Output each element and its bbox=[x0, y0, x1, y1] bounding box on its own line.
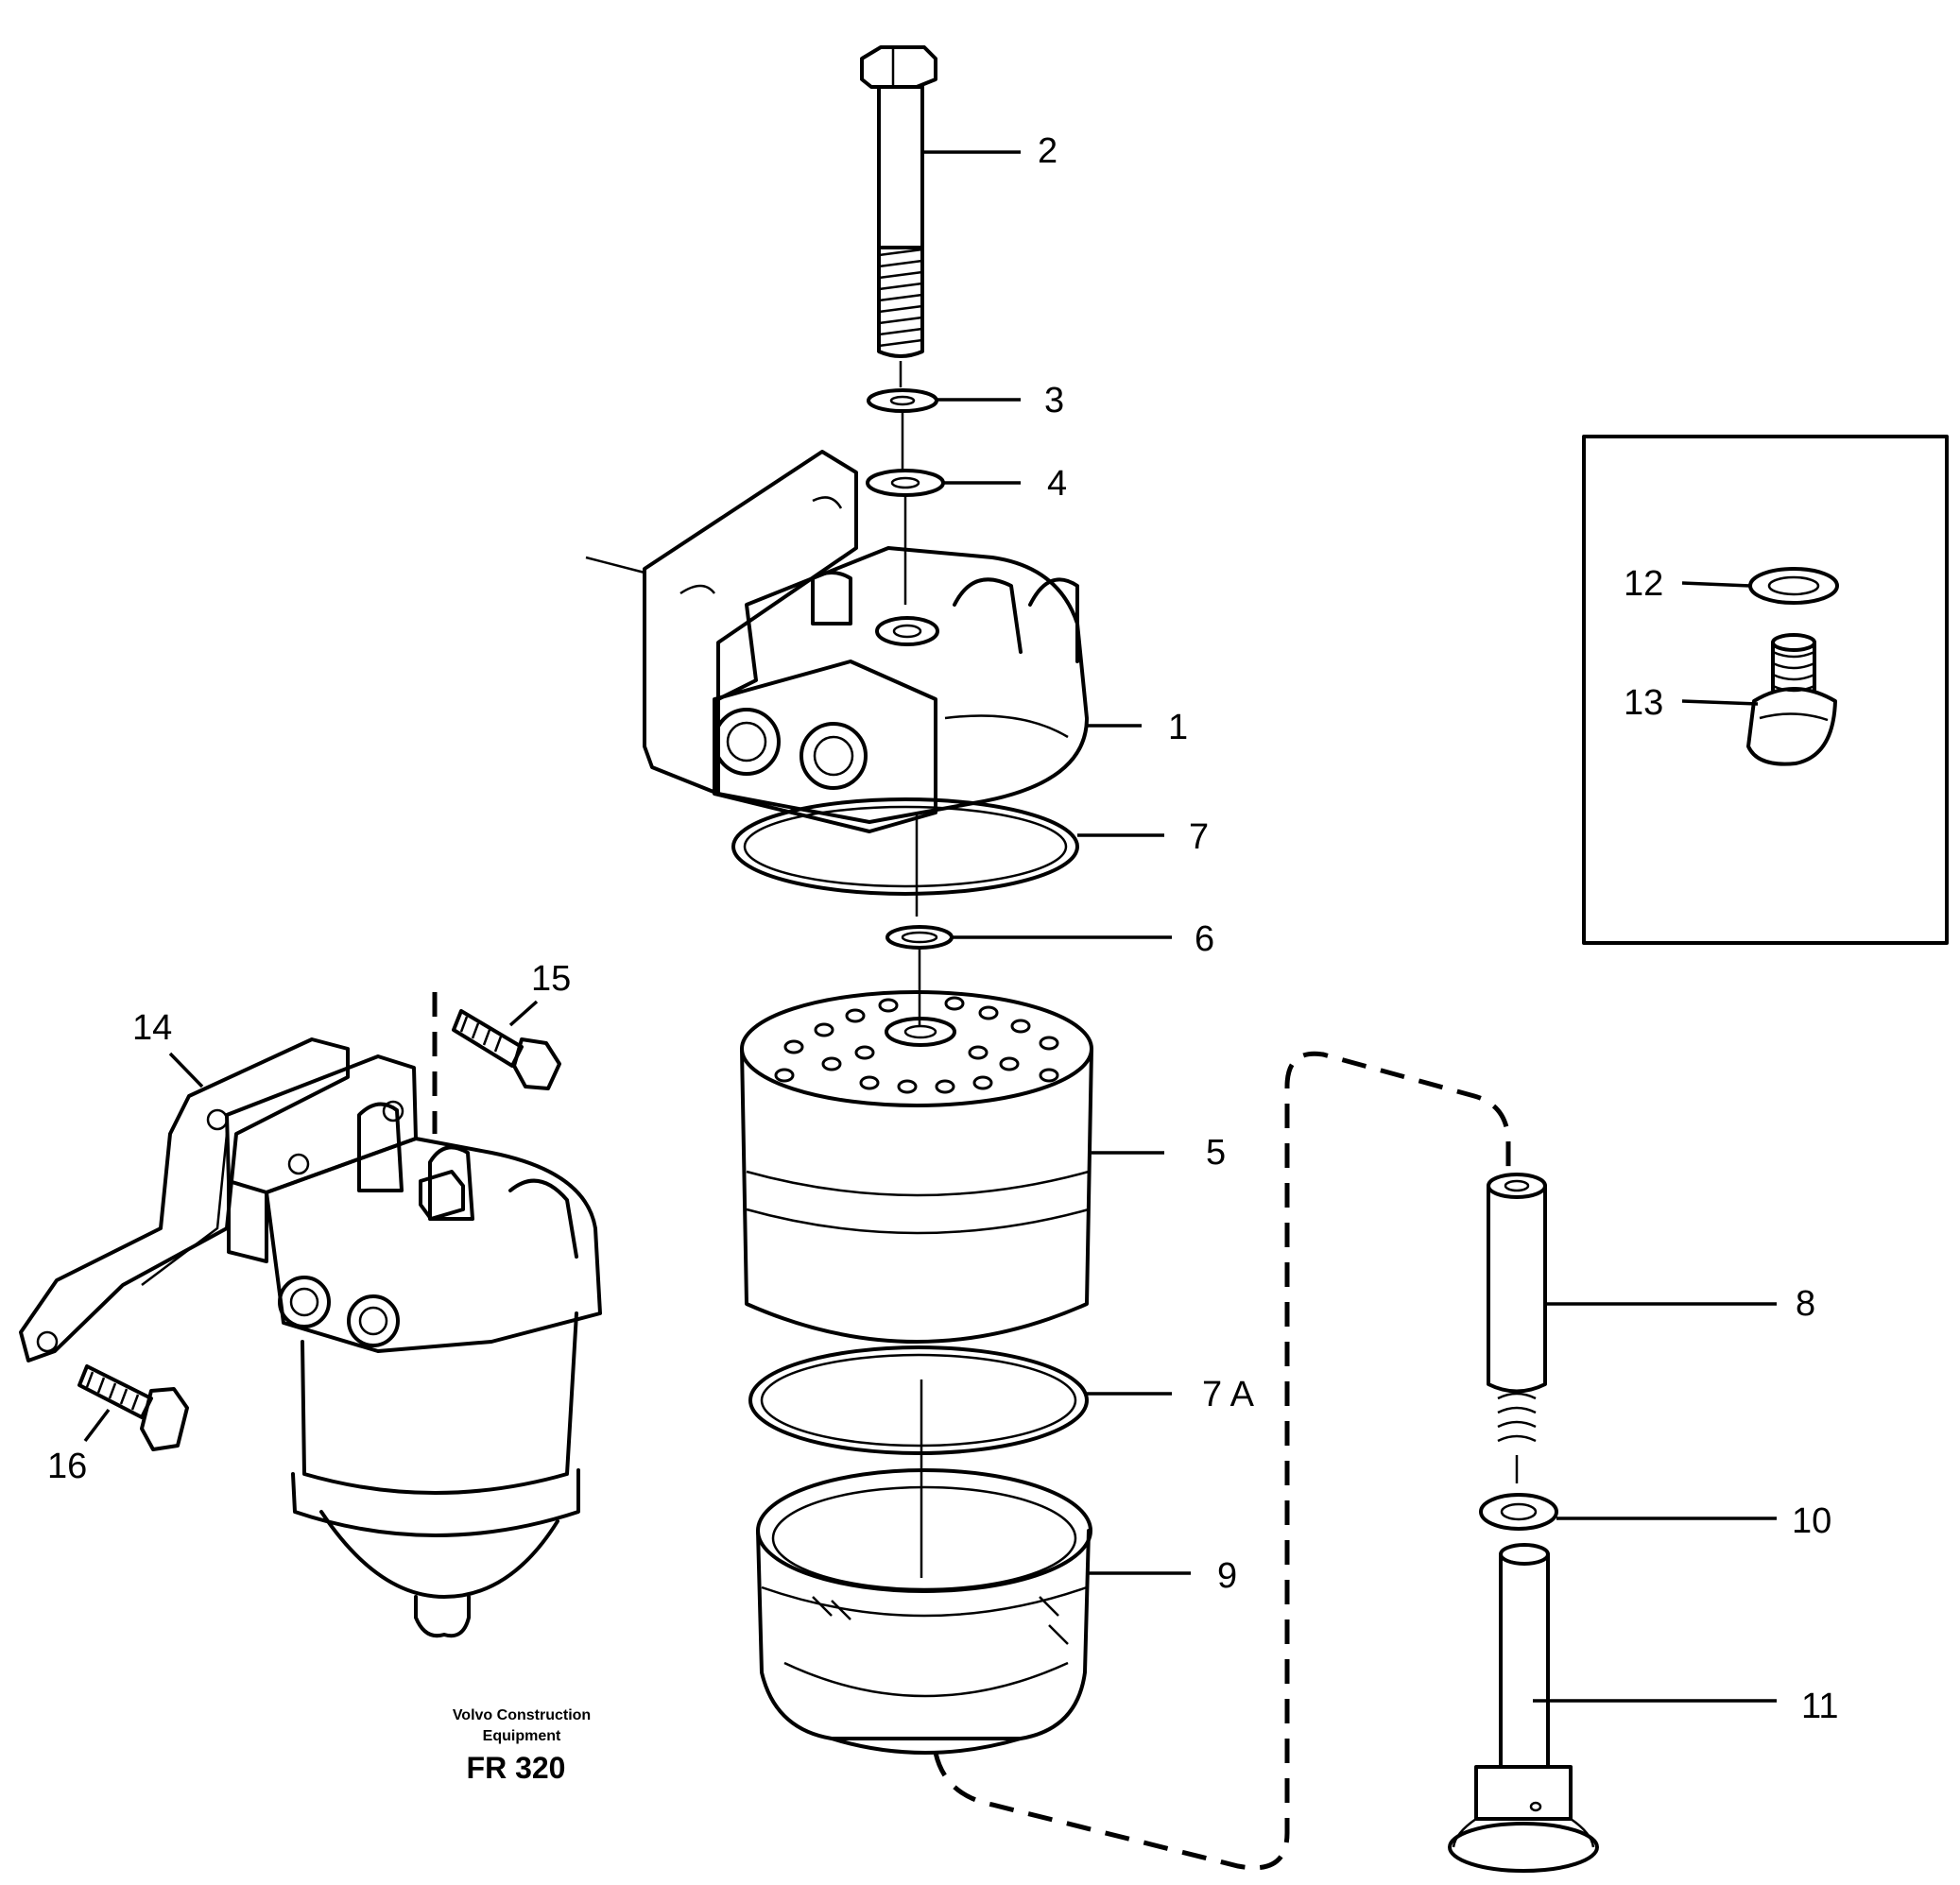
small-seal-part-6 bbox=[885, 925, 954, 950]
callout-8: 8 bbox=[1796, 1284, 1815, 1324]
callout-4: 4 bbox=[1047, 464, 1067, 504]
drain-sleeve-part bbox=[1487, 1173, 1547, 1483]
callout-labels: 2 3 4 1 7 6 5 7 A 9 8 10 11 12 13 14 15 … bbox=[47, 131, 1838, 1726]
callout-12: 12 bbox=[1624, 564, 1663, 604]
washer-part-4 bbox=[866, 469, 945, 497]
filter-head-part bbox=[585, 450, 1089, 833]
callout-7a: 7 A bbox=[1202, 1375, 1255, 1414]
inset-frame bbox=[1582, 435, 1949, 945]
callout-3: 3 bbox=[1044, 381, 1064, 420]
callout-16: 16 bbox=[47, 1447, 87, 1486]
filter-cartridge-part bbox=[740, 990, 1093, 1344]
caption-block: Volvo Construction Equipment FR 320 bbox=[453, 1707, 591, 1785]
callout-10: 10 bbox=[1792, 1501, 1831, 1541]
seal-ring-part-7 bbox=[731, 797, 1079, 896]
leader-lines bbox=[83, 150, 1777, 1703]
callout-15: 15 bbox=[531, 959, 571, 999]
seal-ring-part-7a bbox=[748, 1345, 1089, 1455]
caption-code: FR 320 bbox=[467, 1751, 566, 1785]
bolt-part-15 bbox=[452, 1009, 561, 1090]
caption-company-line1: Volvo Construction bbox=[453, 1707, 591, 1723]
callout-11: 11 bbox=[1801, 1687, 1838, 1726]
callout-2: 2 bbox=[1038, 131, 1057, 171]
caption-company-line2: Equipment bbox=[483, 1728, 561, 1744]
washer-part-12 bbox=[1748, 567, 1839, 605]
washer-part-10 bbox=[1479, 1493, 1558, 1531]
bolt-part-16 bbox=[77, 1364, 189, 1451]
drain-plug-part bbox=[1448, 1543, 1599, 1873]
bowl-part bbox=[756, 1468, 1092, 1755]
callout-1: 1 bbox=[1168, 708, 1188, 747]
assembled-filter-view bbox=[19, 992, 602, 1638]
callout-14: 14 bbox=[132, 1008, 172, 1048]
assembly-dashed-line bbox=[933, 1051, 1511, 1871]
plug-part-13 bbox=[1746, 633, 1837, 766]
bolt-part bbox=[860, 45, 937, 387]
washer-part-3 bbox=[867, 388, 938, 413]
callout-6: 6 bbox=[1195, 919, 1214, 959]
callout-7: 7 bbox=[1189, 817, 1209, 857]
callout-5: 5 bbox=[1206, 1133, 1226, 1173]
callout-9: 9 bbox=[1217, 1556, 1237, 1596]
callout-13: 13 bbox=[1624, 683, 1663, 723]
